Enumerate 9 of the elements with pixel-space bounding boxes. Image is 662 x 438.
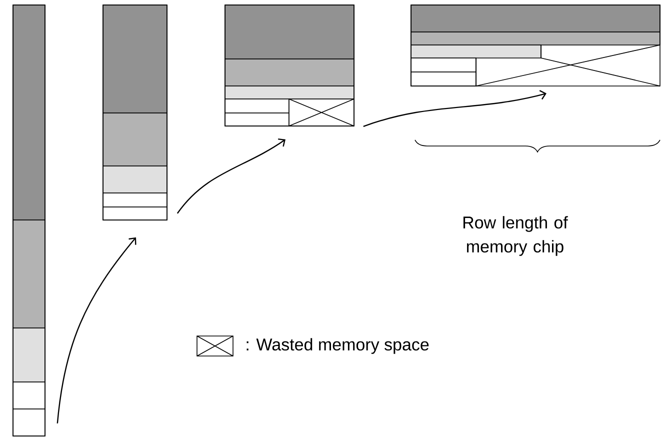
arrow bbox=[363, 90, 546, 127]
memory-layout-drawing bbox=[410, 4, 660, 86]
legend-text: : Wasted memory space bbox=[246, 338, 429, 354]
arrow bbox=[176, 138, 286, 214]
memory-layout-drawing bbox=[12, 4, 46, 436]
arrow bbox=[56, 237, 136, 424]
caption-text: Row length of memory chip bbox=[463, 216, 568, 256]
memory-layout-drawing bbox=[102, 4, 168, 220]
memory-layout-drawing bbox=[224, 4, 354, 126]
